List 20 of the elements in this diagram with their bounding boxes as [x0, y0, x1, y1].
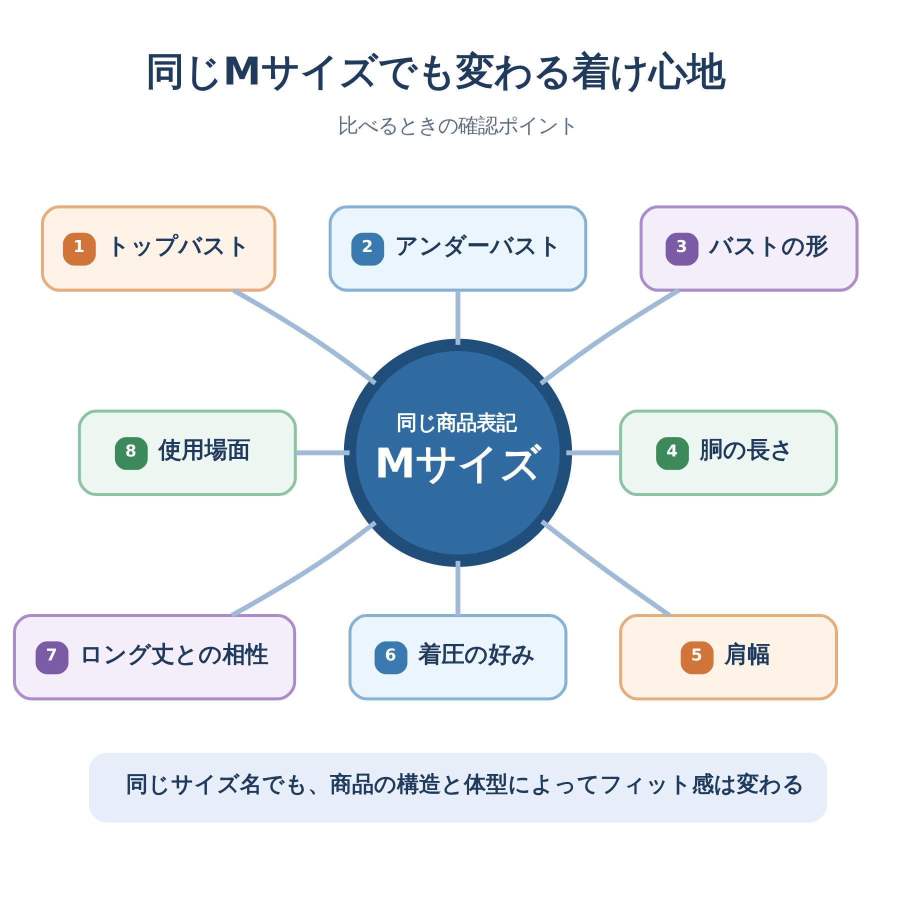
connector	[540, 519, 670, 617]
connector	[566, 450, 620, 455]
node-box: 3 バストの形	[639, 204, 858, 292]
node-box: 8 使用場面	[77, 409, 296, 496]
connector	[455, 290, 460, 344]
connector	[232, 288, 376, 385]
node-box: 4 胴の長さ	[618, 409, 838, 496]
connector	[455, 560, 460, 615]
node-box: 5 肩幅	[618, 613, 838, 700]
label: 比べるときの確認ポイント	[337, 112, 578, 137]
node-box: 7 ロング丈との相性	[12, 613, 296, 700]
node-box: 6 着圧の好み	[348, 613, 567, 700]
node-circle: 同じ商品表記 Mサイズ	[343, 338, 572, 566]
diagram-title: 同じMサイズでも変わる着け心地	[146, 48, 725, 94]
connector	[230, 520, 376, 617]
connector	[538, 288, 680, 385]
node-box: 1 トップバスト	[40, 204, 276, 292]
connector	[295, 450, 350, 455]
node-box: 2 アンダーバスト	[328, 204, 587, 292]
node-box: 同じサイズ名でも、商品の構造と体型によってフィット感は変わる	[88, 752, 826, 822]
